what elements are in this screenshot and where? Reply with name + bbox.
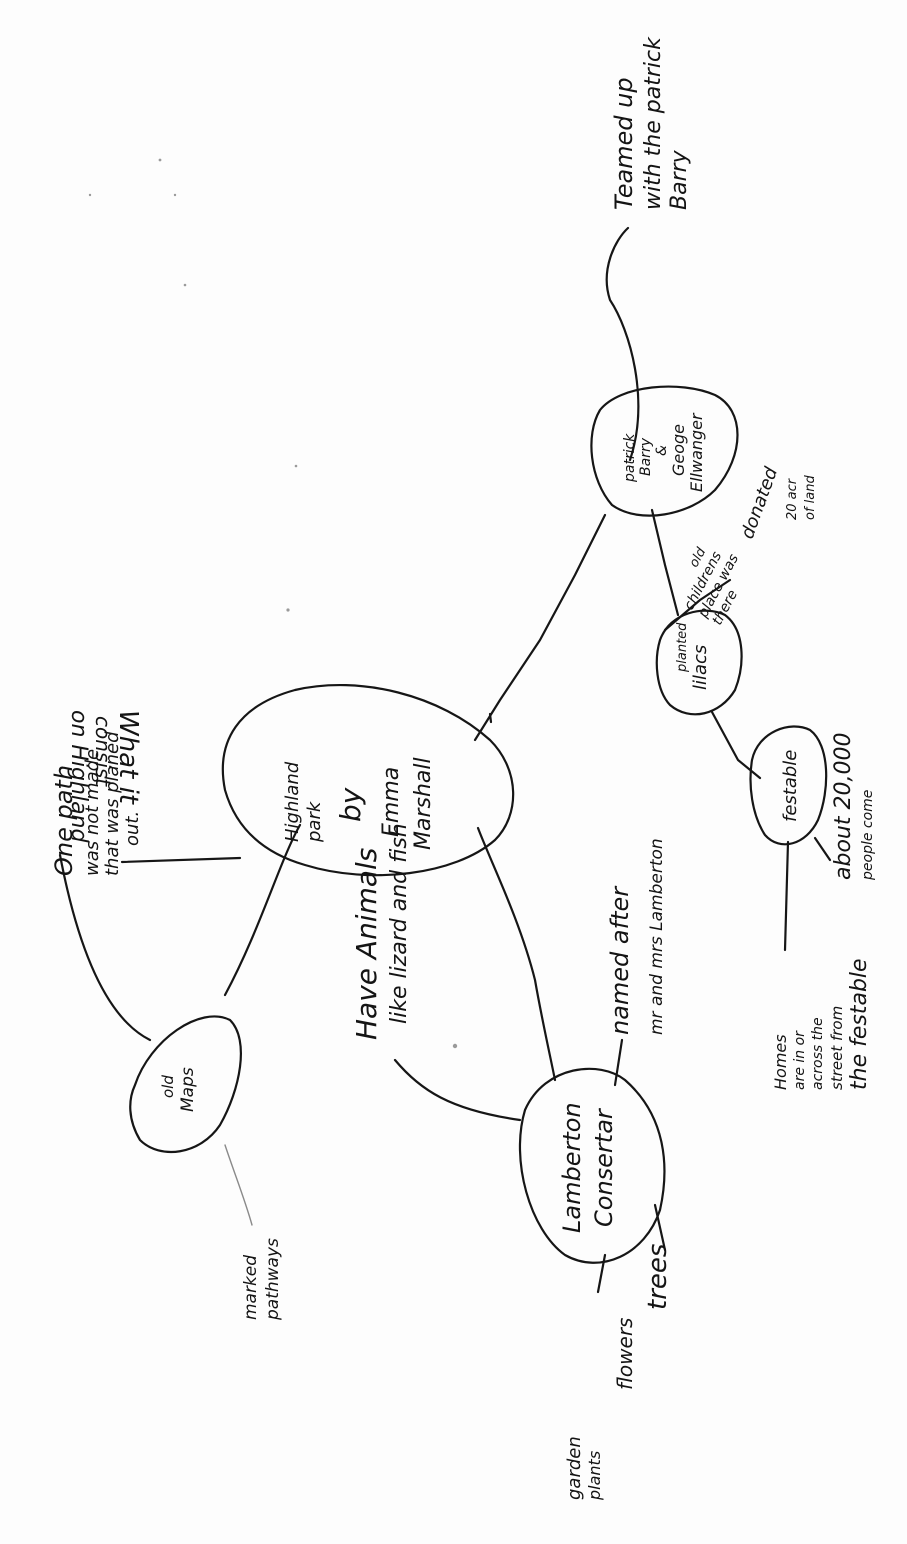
paper-specks bbox=[88, 158, 458, 1049]
line-center-whatit bbox=[120, 856, 242, 864]
svg-text:Barry: Barry bbox=[638, 437, 654, 476]
svg-text:on Highland: on Highland bbox=[66, 710, 91, 843]
svg-text:of land: of land bbox=[803, 475, 818, 520]
line-patrick-lilacs bbox=[650, 508, 680, 617]
node-old-maps: old Maps bbox=[159, 1067, 198, 1112]
svg-text:trees: trees bbox=[643, 1244, 673, 1310]
svg-text:with the patrick: with the patrick bbox=[641, 36, 666, 210]
line-lamberton-named bbox=[613, 1038, 624, 1087]
svg-text:What it: What it bbox=[113, 710, 143, 805]
svg-text:Barry: Barry bbox=[667, 149, 692, 210]
node-patrick: patrick Barry & Geoge Ellwanger bbox=[622, 412, 706, 492]
svg-text:people come: people come bbox=[860, 790, 876, 881]
line-patrick-teamed bbox=[605, 226, 640, 462]
svg-text:named after: named after bbox=[606, 885, 634, 1035]
center-line-3: by bbox=[334, 787, 367, 822]
svg-text:Teamed up: Teamed up bbox=[610, 77, 638, 210]
svg-text:consist: consist bbox=[91, 716, 115, 787]
svg-text:Maps: Maps bbox=[178, 1067, 198, 1112]
node-lilacs: planted lilacs bbox=[675, 622, 711, 690]
svg-text:flowers: flowers bbox=[613, 1318, 637, 1390]
svg-text:Homes: Homes bbox=[771, 1034, 790, 1090]
svg-text:mr and mrs Lamberton: mr and mrs Lamberton bbox=[647, 838, 667, 1035]
svg-text:across the: across the bbox=[810, 1017, 826, 1090]
note-animals: Have Animals like lizard and fish bbox=[350, 823, 412, 1040]
svg-text:like lizard and fish: like lizard and fish bbox=[387, 823, 412, 1024]
note-childrens-place: old childrens place was there bbox=[681, 545, 742, 628]
svg-text:old: old bbox=[159, 1075, 177, 1098]
svg-text:the festable: the festable bbox=[847, 958, 872, 1090]
note-donated: donated bbox=[737, 464, 782, 542]
svg-text:planted: planted bbox=[675, 622, 690, 673]
line-lamberton-flowers bbox=[596, 1253, 607, 1294]
node-lamberton: Lamberton Consertar bbox=[558, 1102, 618, 1233]
node-outlines bbox=[129, 385, 828, 1264]
node-festable-outline bbox=[749, 725, 828, 846]
note-path-not-made: One path was not made that was planed ou… bbox=[50, 731, 143, 876]
svg-text:about 20,000: about 20,000 bbox=[831, 733, 856, 880]
note-trees: trees bbox=[643, 1244, 673, 1310]
line-oldmaps-pathways bbox=[224, 1144, 253, 1226]
svg-text:was not made: was not made bbox=[82, 749, 103, 876]
note-marked-pathways: marked pathways bbox=[241, 1238, 283, 1321]
node-lilacs-outline bbox=[655, 609, 743, 716]
line-festable-20000 bbox=[813, 836, 832, 862]
svg-text:garden: garden bbox=[564, 1436, 585, 1500]
svg-text:Consertar: Consertar bbox=[590, 1107, 618, 1227]
node-center-outline bbox=[221, 684, 515, 877]
line-festable-homes bbox=[783, 840, 790, 952]
center-line-1: Highland bbox=[282, 761, 303, 842]
center-line-5: Marshall bbox=[411, 757, 436, 850]
note-flowers: flowers bbox=[613, 1318, 637, 1390]
svg-text:&: & bbox=[654, 445, 670, 456]
svg-text:plants: plants bbox=[585, 1451, 604, 1501]
note-garden-plants: garden plants bbox=[564, 1436, 604, 1501]
line-lilacs-festable bbox=[710, 710, 762, 780]
svg-text:Lamberton: Lamberton bbox=[558, 1102, 586, 1233]
note-20-acres: 20 acr of land bbox=[785, 475, 818, 520]
line-center-patrick bbox=[473, 513, 607, 742]
svg-text:festable: festable bbox=[780, 750, 801, 822]
svg-text:that was planed: that was planed bbox=[102, 731, 123, 876]
line-center-oldmaps bbox=[223, 823, 302, 997]
note-what-it-consist: What it consist on Highland bbox=[66, 710, 143, 843]
svg-text:donated: donated bbox=[737, 464, 782, 542]
svg-text:One path: One path bbox=[50, 765, 78, 876]
svg-text:Have Animals: Have Animals bbox=[350, 848, 383, 1040]
note-teamed-up: Teamed up with the patrick Barry bbox=[610, 36, 692, 210]
note-homes: Homes are in or across the street from t… bbox=[771, 958, 872, 1090]
note-named-after: named after mr and mrs Lamberton bbox=[606, 838, 667, 1035]
note-twenty-thousand: about 20,000 people come bbox=[831, 733, 876, 881]
svg-text:lilacs: lilacs bbox=[690, 645, 711, 690]
node-patrick-outline bbox=[590, 385, 739, 517]
line-lamberton-animals bbox=[393, 1058, 522, 1122]
line-center-lamberton bbox=[476, 826, 557, 1082]
svg-text:20 acr: 20 acr bbox=[785, 477, 800, 520]
node-festable: festable bbox=[780, 750, 801, 822]
svg-text:out.: out. bbox=[122, 811, 143, 846]
connector-lines bbox=[58, 226, 832, 1294]
node-center: Highland park by Emma Marshall bbox=[282, 757, 436, 850]
node-oldmaps-outline bbox=[129, 1015, 242, 1154]
line-lamberton-trees bbox=[653, 1203, 667, 1252]
svg-text:pathways: pathways bbox=[263, 1238, 283, 1321]
center-line-4: Emma bbox=[379, 767, 404, 837]
svg-text:marked: marked bbox=[241, 1255, 261, 1320]
svg-text:patrick: patrick bbox=[622, 433, 638, 483]
svg-text:street from: street from bbox=[828, 1006, 846, 1090]
center-line-2: park bbox=[304, 800, 325, 843]
svg-text:are in or: are in or bbox=[792, 1030, 808, 1090]
svg-text:Geoge: Geoge bbox=[669, 424, 688, 476]
line-oldmaps-path bbox=[58, 853, 152, 1042]
node-lamberton-outline bbox=[518, 1067, 666, 1264]
svg-text:Ellwanger: Ellwanger bbox=[687, 412, 706, 492]
